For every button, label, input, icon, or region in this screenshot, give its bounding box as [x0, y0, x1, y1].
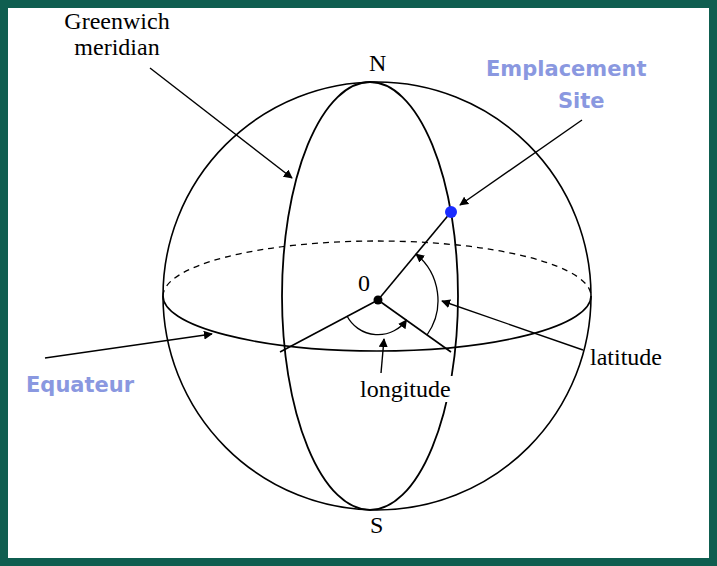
leader-line — [442, 301, 583, 350]
angle-label: latitude — [588, 344, 664, 370]
radius-site-equator — [378, 300, 451, 352]
site-label: Site — [556, 88, 607, 114]
equator-front — [163, 296, 591, 351]
leader-line — [150, 68, 292, 178]
radius-site — [378, 212, 451, 300]
angle-label: longitude — [358, 376, 453, 402]
longitude-arc — [347, 316, 407, 335]
globe-outline — [163, 82, 591, 510]
origin-label: 0 — [356, 270, 372, 296]
meridian-label: Greenwich meridian — [40, 8, 194, 60]
outer-border — [4, 4, 713, 562]
equator-label: Equateur — [24, 372, 136, 398]
pole-label: S — [368, 512, 385, 538]
pole-label: N — [367, 50, 388, 76]
leader-line — [460, 120, 582, 205]
radius-greenwich — [280, 300, 378, 352]
site-dot — [445, 206, 457, 218]
meridian-ellipse — [282, 82, 458, 510]
leader-line — [45, 334, 212, 358]
latitude-arc — [416, 254, 438, 335]
origin-dot — [374, 296, 383, 305]
equator-back — [163, 241, 591, 296]
site-label: Emplacement — [484, 56, 648, 82]
leader-line — [381, 339, 384, 373]
